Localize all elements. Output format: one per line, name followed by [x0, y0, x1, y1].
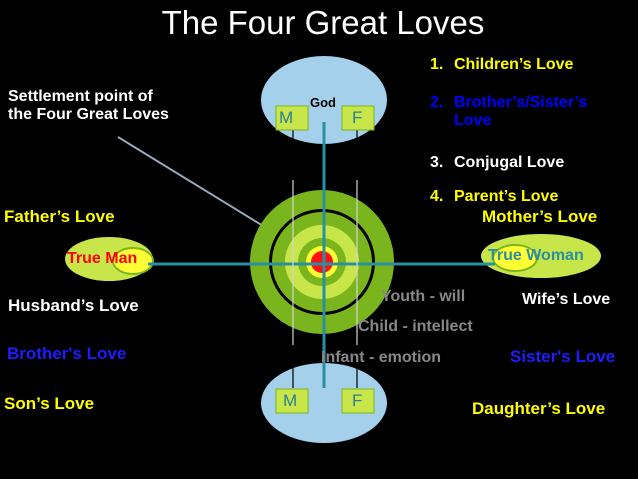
- bottom-m-box: [275, 388, 309, 414]
- left-oval-inner: [112, 247, 154, 275]
- list-item-parent: 4. Parent’s Love: [430, 188, 558, 206]
- true-woman-label: True Woman: [488, 247, 584, 265]
- center-dot: [311, 251, 333, 273]
- youth-will-label: Youth - will: [381, 288, 466, 305]
- list-item-children: 1. Children’s Love: [430, 56, 573, 74]
- list-text: Parent’s Love: [454, 188, 559, 205]
- top-m-box: [275, 105, 309, 131]
- true-woman-part2: Woman: [521, 247, 584, 264]
- right-oval-inner: [492, 244, 538, 272]
- list-number: 2.: [430, 94, 444, 111]
- bottom-f-box: [341, 388, 375, 414]
- sister-love-label: Sister's Love: [510, 347, 616, 366]
- list-text: Children’s Love: [454, 56, 574, 73]
- page-title: The Four Great Loves: [161, 4, 485, 41]
- list-item-conjugal: 3. Conjugal Love: [430, 154, 564, 172]
- bottom-f-label: F: [352, 391, 363, 410]
- top-f-box: [341, 105, 375, 131]
- settlement-pointer-line: [117, 136, 287, 241]
- husband-love-label: Husband’s Love: [8, 296, 139, 315]
- top-m-label: M: [279, 108, 294, 127]
- true-man-label: True Man: [67, 250, 138, 267]
- mother-love-label: Mother’s Love: [482, 207, 598, 226]
- daughter-love-label: Daughter’s Love: [472, 399, 606, 418]
- god-label: God: [310, 95, 336, 110]
- bottom-m-label: M: [283, 391, 298, 410]
- list-text: Conjugal Love: [454, 154, 565, 171]
- brother-love-label: Brother's Love: [7, 344, 127, 363]
- list-number: 1.: [430, 56, 444, 73]
- wife-love-label: Wife’s Love: [522, 291, 611, 308]
- list-number: 3.: [430, 154, 444, 171]
- settlement-line-2: the Four Great Loves: [8, 106, 169, 124]
- son-love-label: Son’s Love: [4, 394, 95, 413]
- list-item-brother-sister: 2. Brother’s/Sister’s Love: [430, 94, 624, 130]
- father-love-label: Father’s Love: [4, 207, 115, 226]
- top-f-label: F: [352, 108, 363, 127]
- settlement-label: Settlement point of the Four Great Loves: [8, 88, 169, 125]
- true-woman-part1: True: [488, 247, 522, 264]
- infant-emotion-label: Infant - emotion: [321, 349, 441, 366]
- settlement-line-1: Settlement point of: [8, 88, 153, 105]
- list-text: Brother’s/Sister’s Love: [454, 94, 588, 129]
- child-intellect-label: Child - intellect: [358, 318, 473, 335]
- list-number: 4.: [430, 188, 444, 205]
